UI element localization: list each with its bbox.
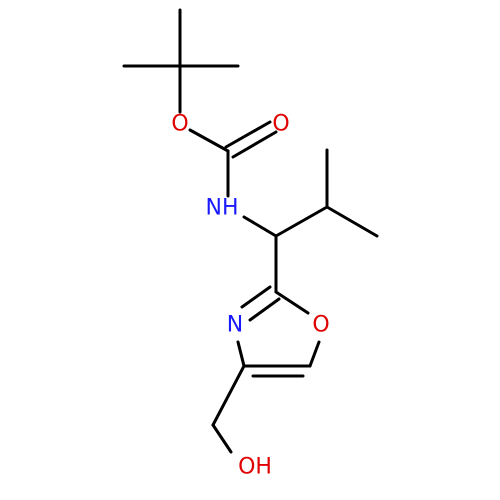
bond-isopropyl-me-right <box>325 205 379 238</box>
bond-c2-n-double-a <box>240 285 272 309</box>
atom-label-layer: O O NH N O OH <box>171 112 329 480</box>
atom-label-ring-o: O <box>312 313 329 338</box>
bond-c2-o <box>274 290 310 315</box>
bond-c2-n-double-b <box>248 297 281 322</box>
bond-ch2-oh <box>211 423 233 454</box>
atom-label-oh: OH <box>238 455 272 480</box>
atom-label-ring-n: N <box>227 313 243 338</box>
bond-c-o-double-b <box>231 130 278 159</box>
bond-o-c-carbonyl <box>188 128 230 153</box>
bond-layer <box>122 8 379 454</box>
bond-c-o-double-a <box>224 120 272 149</box>
atom-label-o-carbonyl: O <box>272 112 289 137</box>
bond-nh-ch <box>242 215 278 238</box>
atom-label-nh: NH <box>206 196 239 221</box>
bond-c4-ch2 <box>211 364 246 427</box>
bond-ch-ch-isopropyl <box>274 205 329 238</box>
bond-n-c4 <box>236 340 246 368</box>
bond-o-c5 <box>308 340 321 368</box>
atom-label-o-ether: O <box>171 112 188 137</box>
